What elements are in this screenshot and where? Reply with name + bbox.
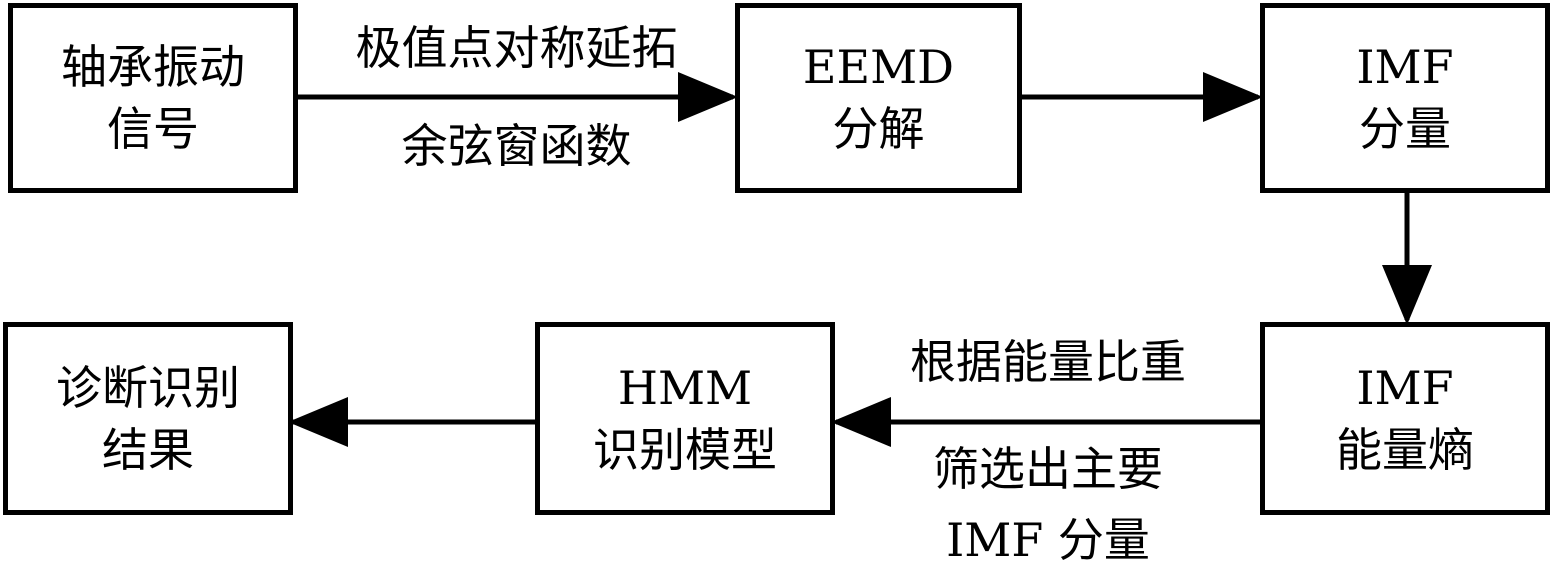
node-imf-line1: IMF: [1356, 40, 1454, 94]
edge-label-cosine-window: 余弦窗函数: [401, 119, 632, 173]
node-signal-line2: 信号: [107, 102, 199, 156]
edge-label-imf-components: IMF 分量: [946, 513, 1150, 567]
node-imf-line2: 分量: [1359, 102, 1451, 156]
node-hmm-line2: 识别模型: [593, 422, 777, 477]
node-imf-energy-entropy: IMF 能量熵: [1260, 322, 1550, 515]
node-entropy-line1: IMF: [1356, 360, 1454, 415]
node-eemd-decomposition: EEMD 分解: [735, 3, 1022, 193]
edge-label-extrema-extension: 极值点对称延拓: [355, 21, 678, 75]
edge-label-energy-ratio: 根据能量比重: [910, 335, 1186, 389]
node-eemd-line2: 分解: [832, 102, 925, 156]
node-imf-components: IMF 分量: [1260, 3, 1550, 193]
node-result-line1: 诊断识别: [56, 360, 240, 415]
node-diagnosis-result: 诊断识别 结果: [3, 322, 293, 515]
node-hmm-line1: HMM: [617, 360, 753, 415]
edge-label-select-main: 筛选出主要: [933, 442, 1163, 496]
node-result-line2: 结果: [102, 422, 194, 477]
node-bearing-vibration-signal: 轴承振动 信号: [8, 3, 298, 193]
node-hmm-recognition-model: HMM 识别模型: [535, 322, 835, 515]
node-entropy-line2: 能量熵: [1336, 422, 1474, 477]
node-signal-line1: 轴承振动: [61, 40, 245, 94]
node-eemd-line1: EEMD: [802, 40, 955, 94]
